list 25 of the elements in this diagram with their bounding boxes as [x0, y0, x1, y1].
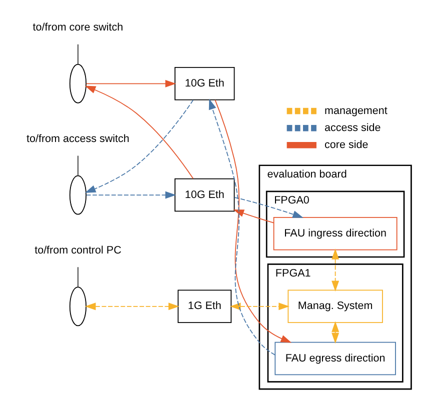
arrow: [332, 321, 340, 344]
arrow: [84, 86, 194, 180]
arrow: [86, 191, 176, 199]
arrow: [332, 248, 340, 292]
arrow: [86, 80, 176, 88]
node-box: 10G Eth: [174, 67, 235, 100]
arrow: [84, 302, 180, 310]
node-ellipse: [69, 175, 86, 215]
node-box: Manag. System: [288, 290, 383, 324]
node-text: to/from access switch: [26, 133, 130, 146]
legend-label: core side: [324, 138, 368, 151]
node-text: to/from control PC: [34, 244, 122, 256]
node-ellipse: [69, 286, 86, 326]
node-ellipse: [69, 64, 86, 104]
node-box: FAU ingress direction: [273, 217, 398, 250]
legend-label: management: [324, 104, 388, 117]
arrow: [84, 100, 194, 193]
arrow: [234, 196, 304, 218]
node-text: to/from core switch: [32, 22, 124, 34]
arrow: [233, 210, 274, 224]
node-box: 10G Eth: [174, 178, 235, 212]
node-box: FAU egress direction: [274, 342, 396, 376]
arrow: [208, 98, 276, 356]
node-box: 1G Eth: [178, 290, 232, 324]
legend-label: access side: [324, 122, 381, 134]
